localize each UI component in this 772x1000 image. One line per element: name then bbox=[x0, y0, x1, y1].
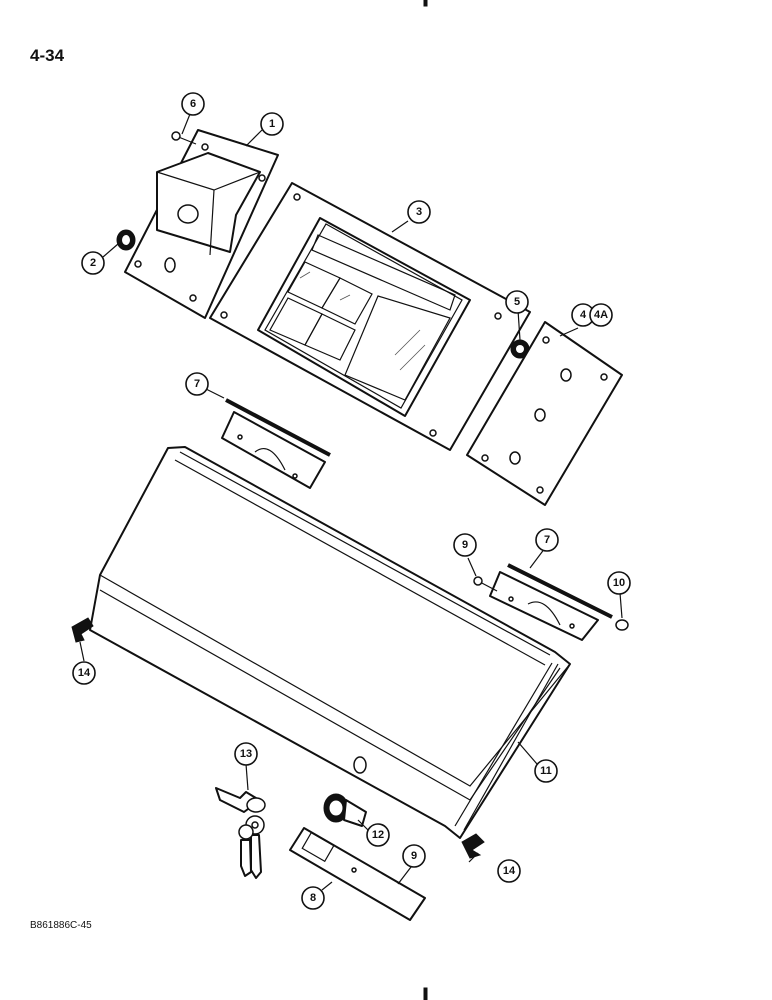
part-9-screw-upper bbox=[473, 576, 498, 592]
part-11-cover bbox=[89, 446, 571, 839]
callout-4: 4 bbox=[571, 303, 595, 327]
callout-7-left: 7 bbox=[185, 372, 209, 396]
part-10-cap bbox=[615, 619, 629, 631]
figure-code: B861886C-45 bbox=[30, 920, 92, 931]
svg-text:3: 3 bbox=[416, 206, 422, 218]
callout-14-right: 14 bbox=[497, 859, 521, 883]
svg-text:9: 9 bbox=[411, 850, 417, 862]
leader-lines bbox=[79, 113, 623, 891]
svg-text:11: 11 bbox=[540, 765, 552, 777]
crop-mark-top bbox=[423, 0, 428, 7]
svg-text:8: 8 bbox=[310, 892, 316, 904]
svg-text:6: 6 bbox=[190, 98, 196, 110]
callout-11: 11 bbox=[534, 759, 558, 783]
part-4-right-plate bbox=[466, 321, 623, 506]
callout-5: 5 bbox=[505, 290, 529, 314]
callout-7-right: 7 bbox=[535, 528, 559, 552]
callout-9-lower: 9 bbox=[402, 844, 426, 868]
part-8-latch-plate bbox=[289, 827, 426, 921]
svg-text:4: 4 bbox=[580, 309, 587, 321]
callout-4a: 4A bbox=[589, 303, 613, 327]
part-3-instrument-panel bbox=[209, 182, 531, 451]
svg-text:10: 10 bbox=[613, 577, 625, 589]
part-6-screw bbox=[171, 131, 197, 145]
svg-text:14: 14 bbox=[78, 667, 91, 679]
callout-13: 13 bbox=[234, 742, 258, 766]
part-7-hinge-left bbox=[221, 398, 331, 489]
callout-1: 1 bbox=[260, 112, 284, 136]
svg-text:9: 9 bbox=[462, 539, 468, 551]
svg-text:13: 13 bbox=[240, 748, 252, 760]
callout-12: 12 bbox=[366, 823, 390, 847]
svg-text:7: 7 bbox=[194, 378, 200, 390]
svg-text:1: 1 bbox=[269, 118, 275, 130]
svg-text:7: 7 bbox=[544, 534, 550, 546]
part-1-left-bracket bbox=[124, 129, 279, 319]
part-13-keys bbox=[215, 787, 266, 879]
callout-6: 6 bbox=[181, 92, 205, 116]
callout-2: 2 bbox=[81, 251, 105, 275]
page-number: 4-34 bbox=[30, 46, 65, 65]
svg-text:2: 2 bbox=[90, 257, 96, 269]
svg-text:5: 5 bbox=[514, 296, 520, 308]
part-7-hinge-right bbox=[489, 563, 613, 641]
part-14-bumper-right bbox=[461, 833, 485, 859]
callout-10: 10 bbox=[607, 571, 631, 595]
svg-text:4A: 4A bbox=[594, 309, 608, 321]
callout-14-left: 14 bbox=[72, 661, 96, 685]
part-14-bumper-left bbox=[71, 617, 94, 643]
crop-mark-bottom bbox=[423, 987, 428, 1000]
callout-3: 3 bbox=[407, 200, 431, 224]
svg-text:14: 14 bbox=[503, 865, 516, 877]
part-2-grommet bbox=[116, 229, 136, 251]
callout-8: 8 bbox=[301, 886, 325, 910]
callout-9-upper: 9 bbox=[453, 533, 477, 557]
svg-text:12: 12 bbox=[372, 829, 384, 841]
part-12-lock bbox=[323, 793, 367, 827]
